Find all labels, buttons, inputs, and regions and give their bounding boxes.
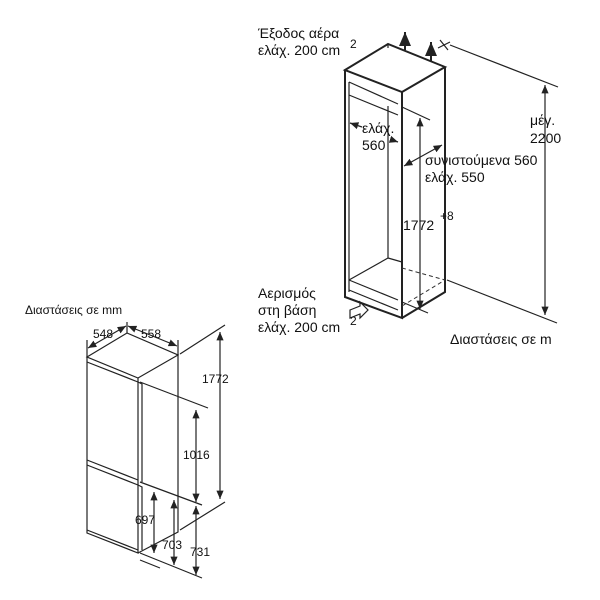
niche-height: 1772: [403, 217, 434, 233]
min-depth: ελάχ. 550: [425, 169, 485, 185]
installation-units: Διαστάσεις σε m: [450, 331, 552, 347]
max-height-dimension: [446, 44, 559, 324]
width-depth-dimension: [349, 122, 443, 167]
depth-value: 558: [141, 327, 161, 341]
base-vent-label: Αερισμός: [258, 285, 316, 301]
base-vent-min: ελάχ. 200 cm: [258, 319, 340, 335]
niche-drawing: [342, 42, 448, 320]
niche-height-dimension: [401, 106, 431, 314]
base-vent-arrow-icon: [349, 300, 369, 320]
min-width-value: 560: [362, 137, 386, 153]
max-value: 2200: [530, 130, 561, 146]
appliance-dimensions: [86, 322, 226, 579]
air-outlet-label: Έξοδος αέρα: [257, 25, 339, 41]
air-outlet-min: ελάχ. 200 cm: [258, 42, 340, 58]
air-outlet-sup: 2: [350, 37, 357, 51]
air-outlet-arrows-icon: [399, 32, 451, 62]
height-value: 1772: [202, 372, 229, 386]
appliance-drawing: [85, 332, 180, 554]
width-value: 548: [93, 327, 113, 341]
lower-703-value: 703: [162, 538, 182, 552]
appliance-units: Διαστάσεις σε mm: [25, 303, 122, 317]
upper-door-value: 1016: [183, 448, 210, 462]
lower-731-value: 731: [190, 545, 210, 559]
base-vent-sup: 2: [350, 314, 357, 328]
min-width-label: ελάχ.: [362, 120, 394, 136]
lower-697-value: 697: [135, 513, 155, 527]
max-label: μέγ.: [530, 112, 555, 128]
niche-tolerance: +8: [440, 209, 454, 223]
recommended-depth: συνιστούμενα 560: [425, 152, 538, 168]
base-vent-label-2: στη βάση: [258, 302, 316, 318]
